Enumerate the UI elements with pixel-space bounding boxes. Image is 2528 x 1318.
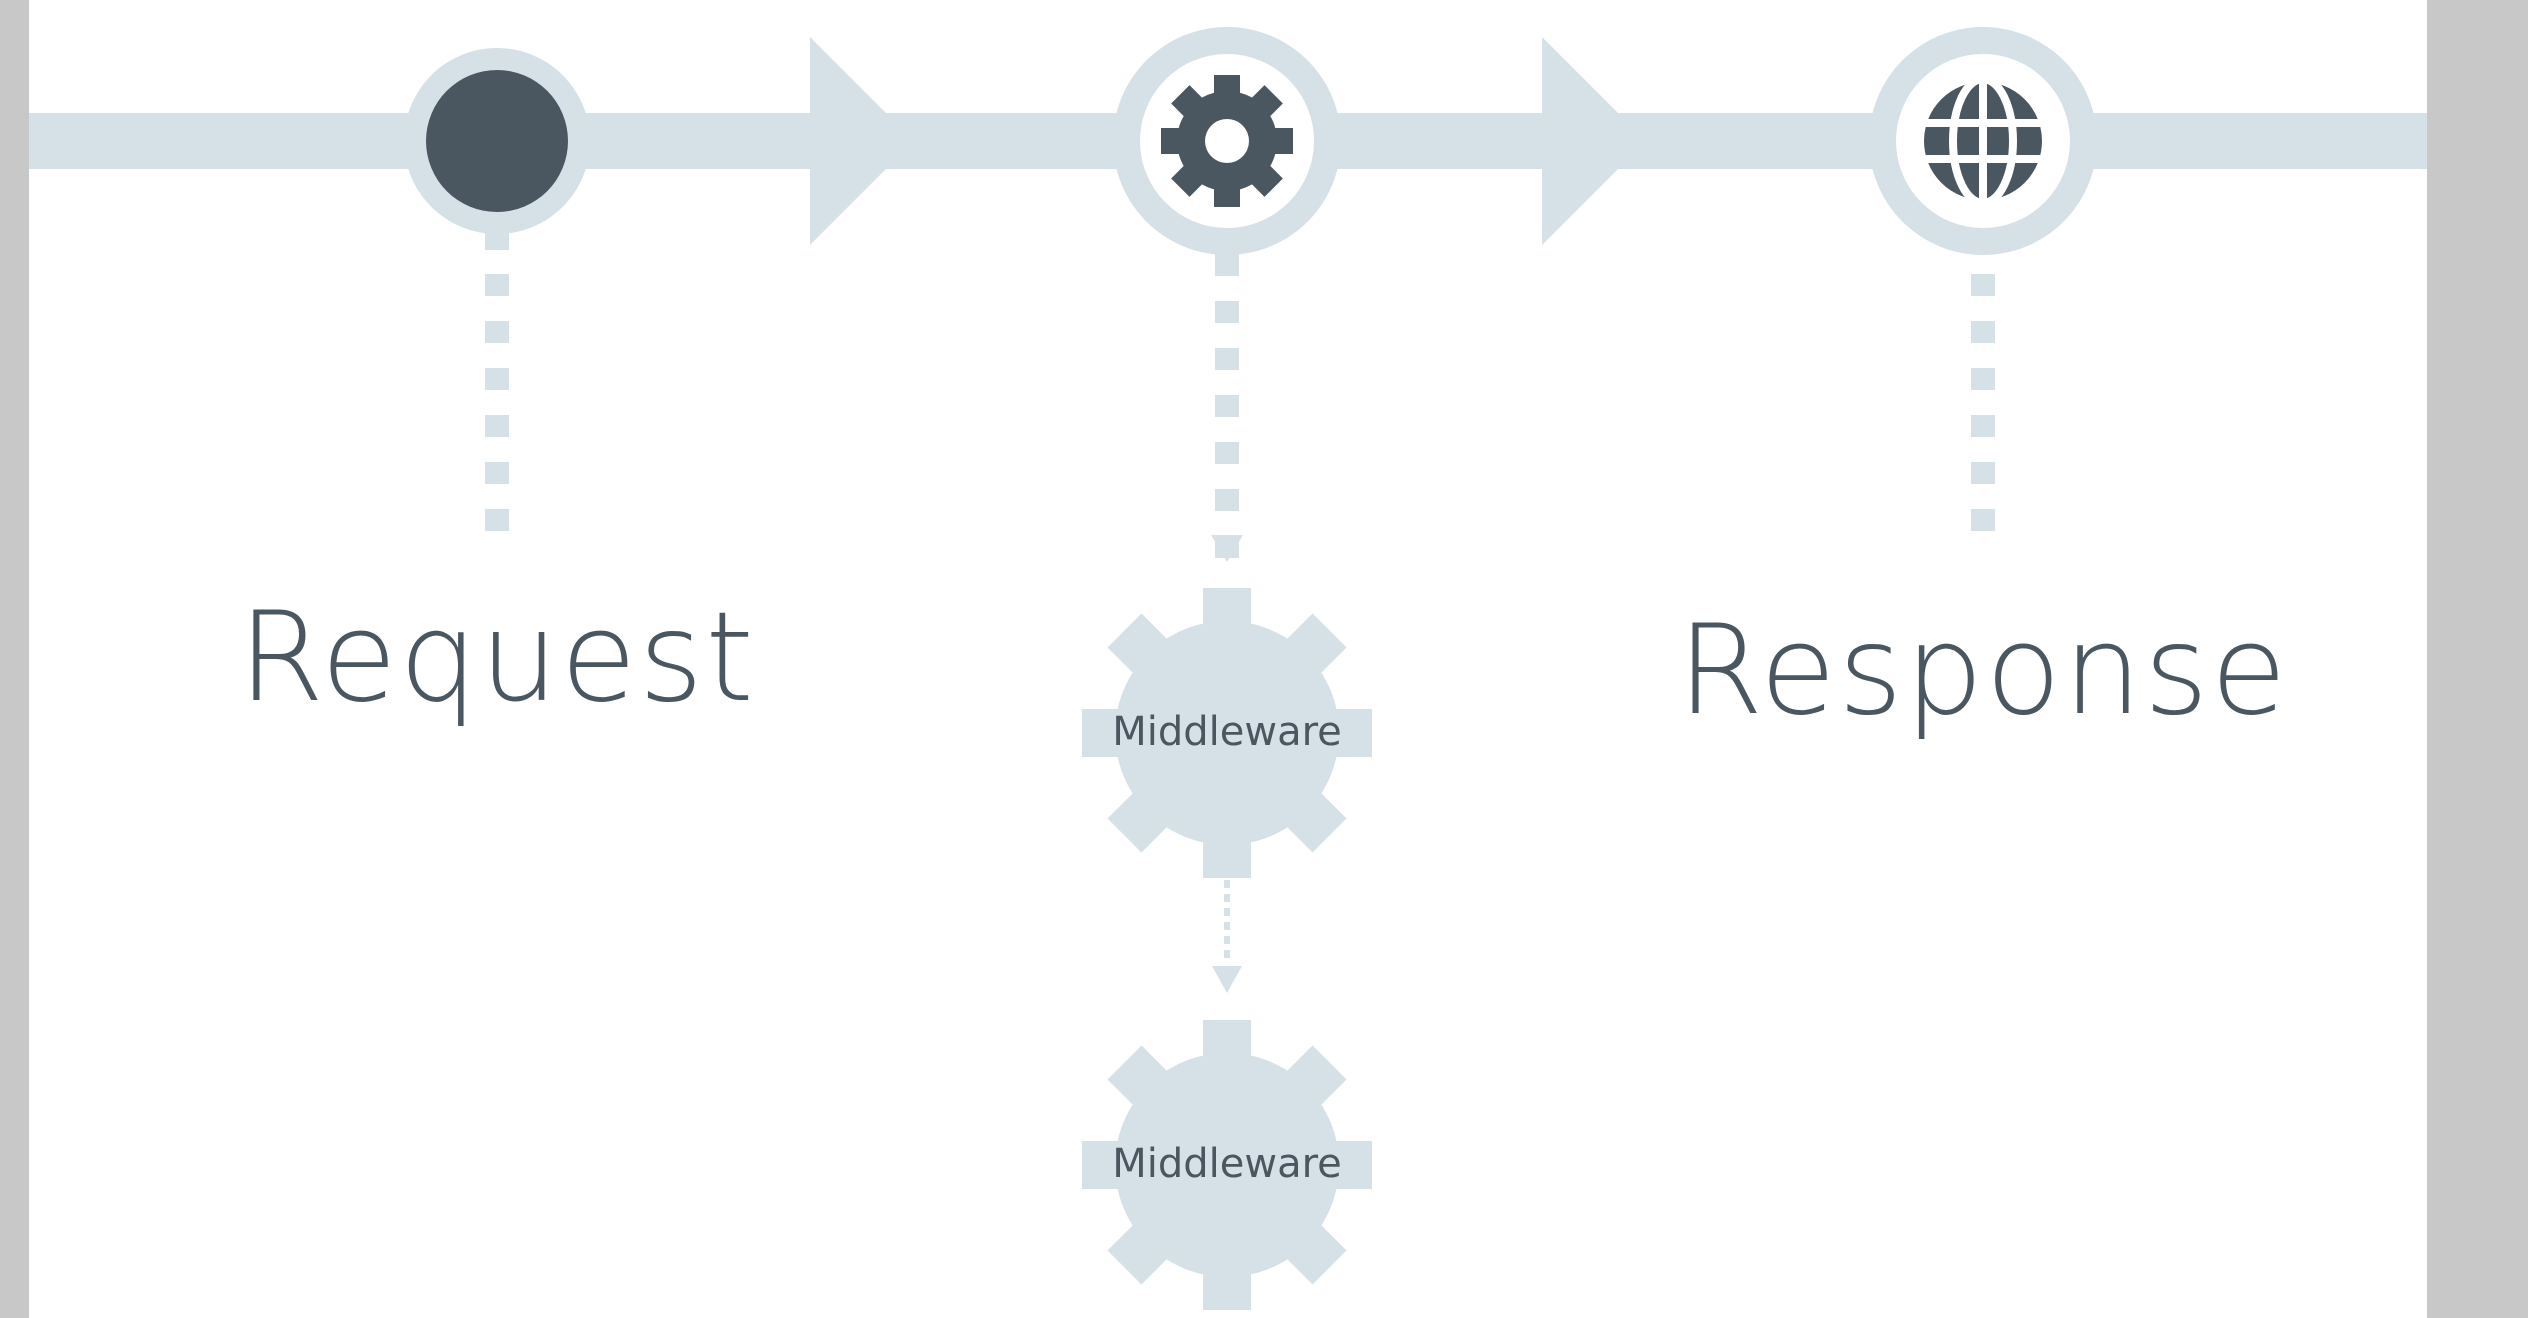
arrow-1-icon — [810, 37, 886, 245]
response-label: Response — [1677, 599, 2289, 743]
middleware-connector — [1212, 880, 1242, 993]
response-dashed-line — [1971, 274, 1995, 531]
gear-icon — [1161, 75, 1293, 207]
process-node — [1113, 27, 1341, 255]
request-label: Request — [238, 586, 756, 730]
response-node — [1869, 27, 2097, 255]
middleware-1-label: Middleware — [1112, 709, 1342, 755]
request-response-diagram: Request Response Middleware Middleware — [29, 27, 2427, 1310]
middleware-2-label: Middleware — [1112, 1141, 1342, 1187]
request-dashed-line — [485, 232, 509, 531]
process-dashed-line — [1211, 254, 1243, 562]
globe-icon — [1918, 75, 2048, 207]
diagram-page: Request Response Middleware Middleware — [29, 0, 2427, 1318]
request-dot-icon — [426, 70, 568, 212]
arrow-2-icon — [1542, 37, 1618, 245]
request-node — [404, 48, 590, 234]
